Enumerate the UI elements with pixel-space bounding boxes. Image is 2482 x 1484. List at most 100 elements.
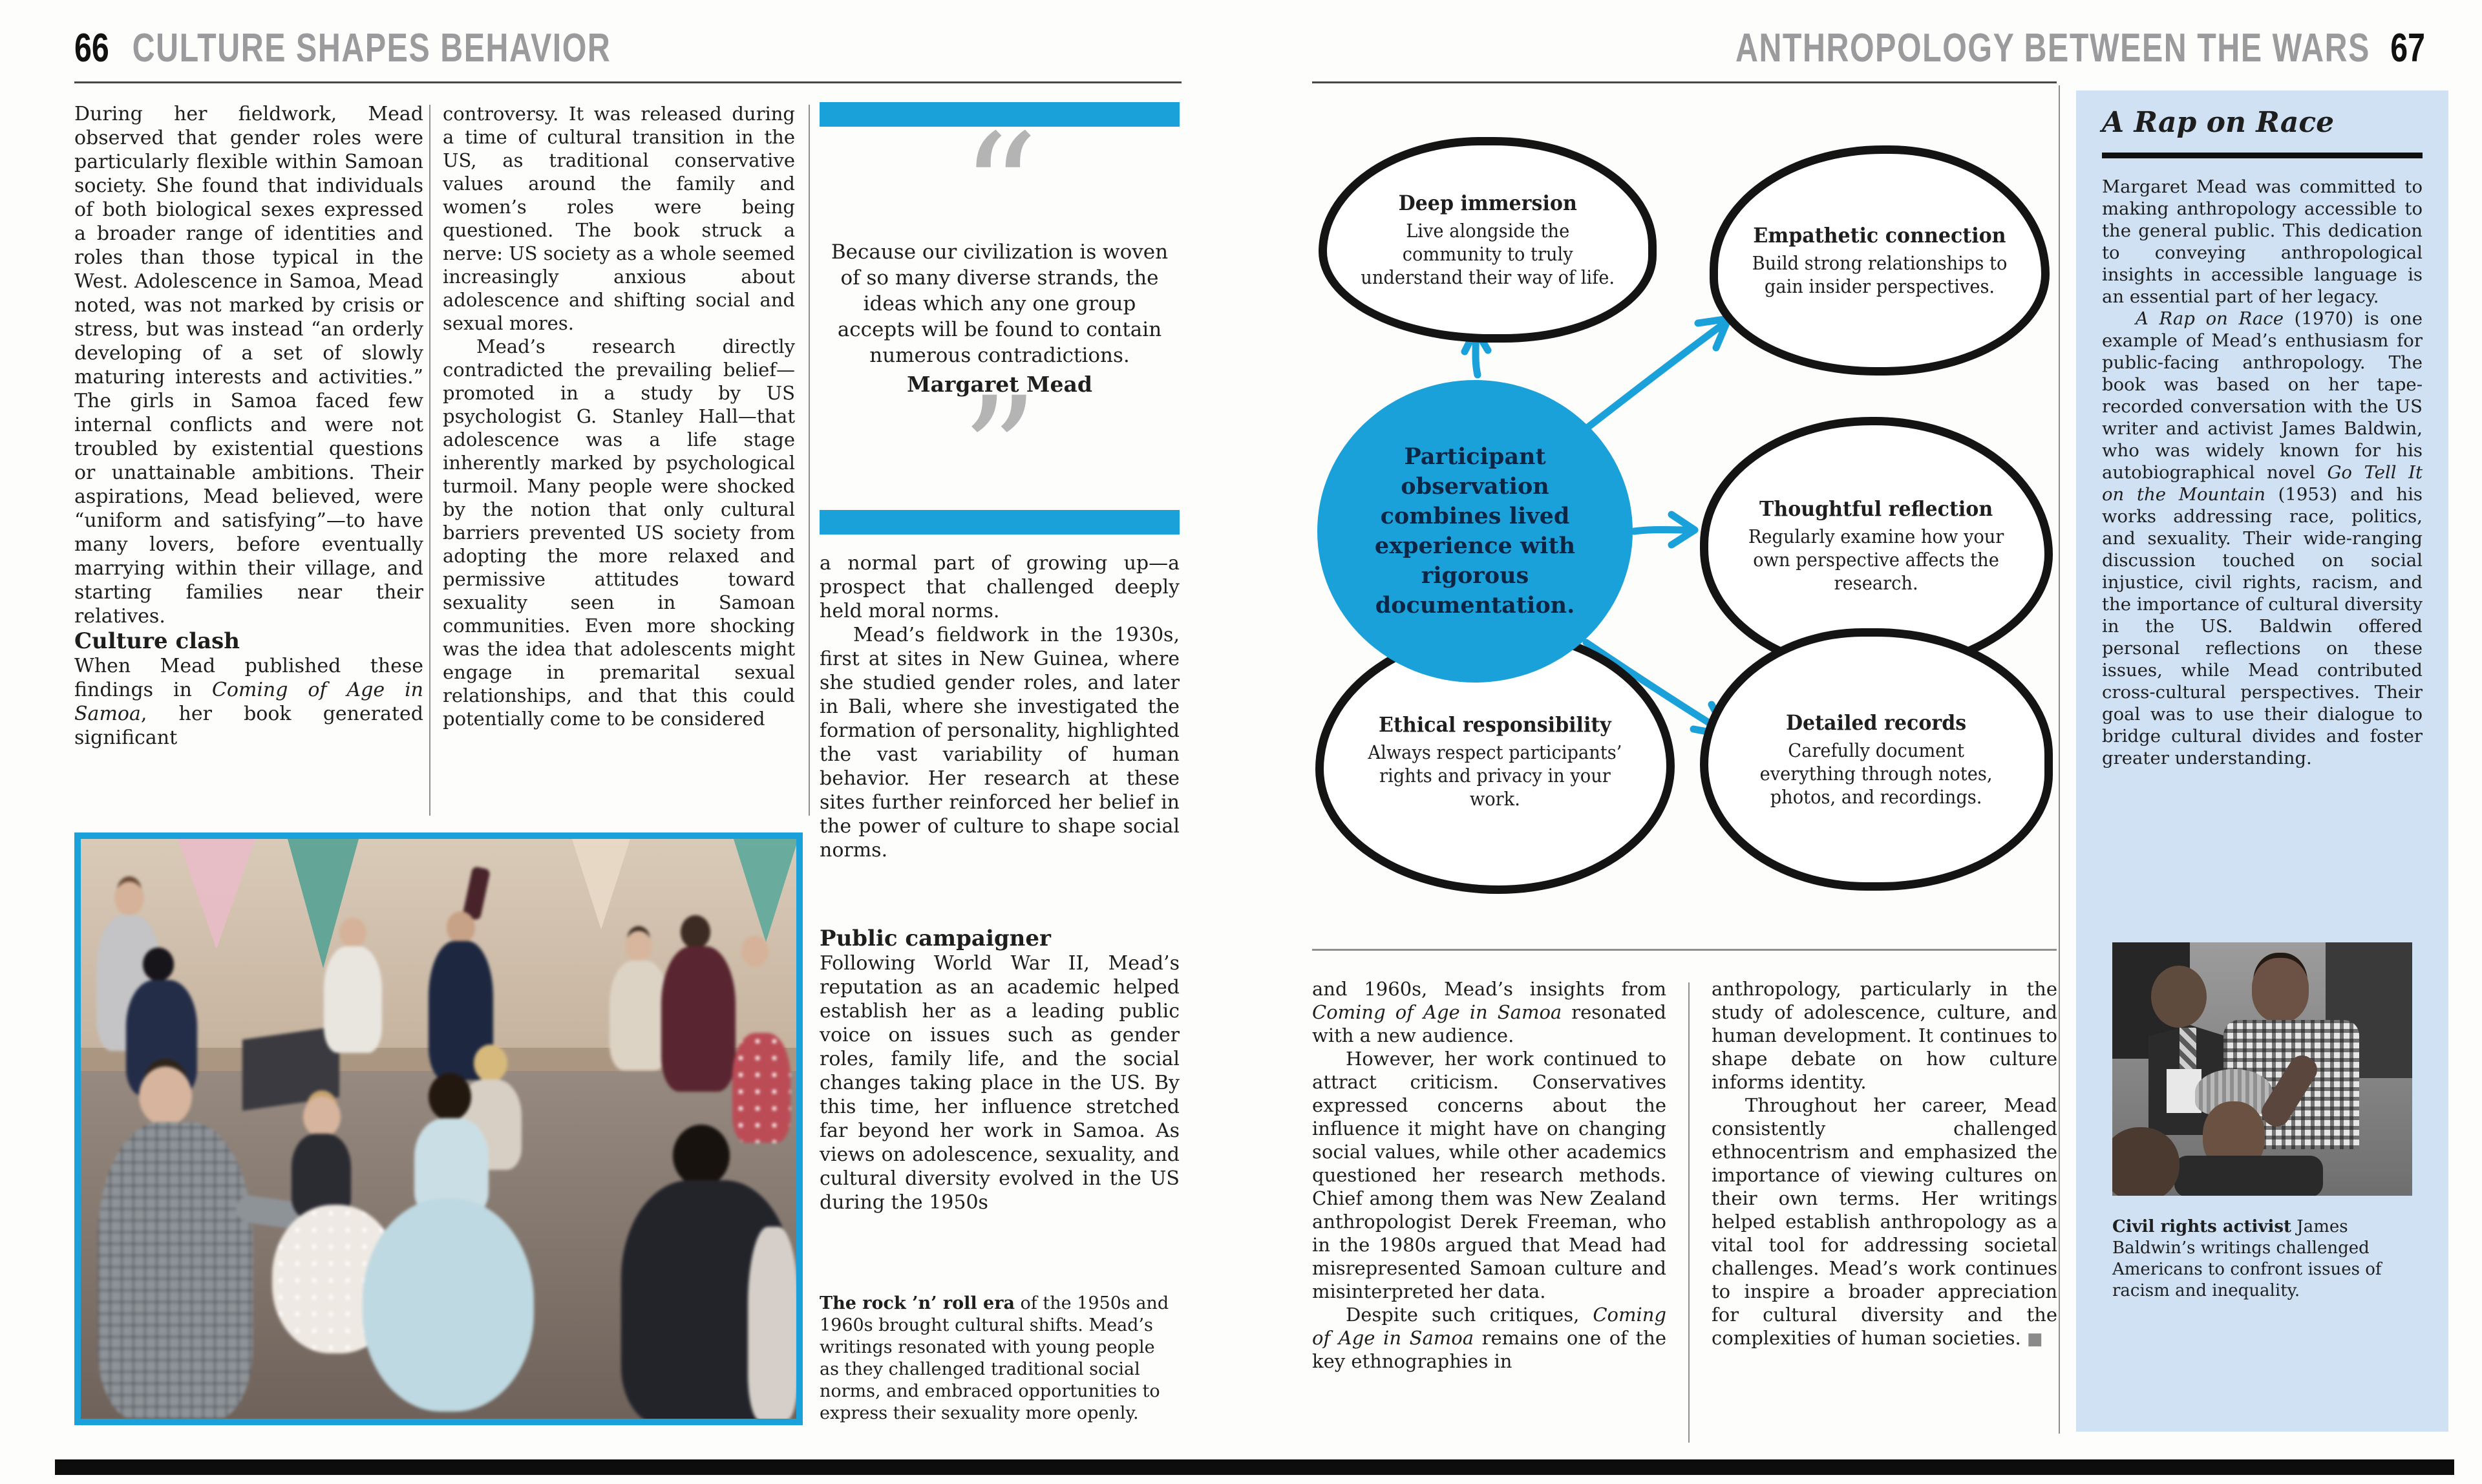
arrowhead-right (1668, 511, 1699, 549)
photo-figure (732, 1033, 790, 1143)
right-column-a: and 1960s, Mead’s insights from Coming o… (1312, 977, 1666, 1373)
photo-figure (139, 1066, 192, 1126)
left-column-2: controversy. It was released during a ti… (443, 102, 795, 730)
diagram-center-ellipse: Participant observation combines lived e… (1317, 380, 1633, 683)
photo-figure (2174, 1156, 2323, 1196)
photo-figure (748, 1227, 796, 1419)
column-rule (429, 105, 430, 816)
pull-quote-box: “ Because our civilization is woven of s… (820, 102, 1180, 535)
caption-lead: Civil rights activist (2112, 1217, 2292, 1236)
caption-text: of the 1950s and 1960s brought cultural … (820, 1293, 1169, 1423)
photo-figure (143, 948, 174, 981)
left-column-1: During her fieldwork, Mead observed that… (74, 102, 423, 750)
sidebar-title: A Rap on Race (2102, 106, 2335, 139)
right-running-head: ANTHROPOLOGY BETWEEN THE WARS (1735, 26, 2371, 70)
book-title-italic: A Rap on Race (2136, 308, 2284, 329)
photo-figure (681, 915, 710, 949)
public-campaigner-block: Public campaigner Following World War II… (820, 926, 1180, 1214)
paragraph: Margaret Mead was committed to making an… (2102, 176, 2423, 307)
left-running-head: CULTURE SHAPES BEHAVIOR (132, 26, 611, 70)
photo-figure (114, 882, 144, 915)
bubble-content: Empathetic connection Build strong relat… (1749, 223, 2010, 298)
bubble-content: Thoughtful reflection Regularly examine … (1741, 496, 2012, 595)
dance-hall-photo (74, 832, 803, 1425)
quote-bottom-bar (820, 510, 1180, 535)
left-page-header: 66 CULTURE SHAPES BEHAVIOR (74, 28, 763, 69)
book-title-italic: Go Tell It on the Mountain (2102, 462, 2423, 505)
baldwin-photo-caption: Civil rights activist James Baldwin’s wr… (2112, 1216, 2411, 1302)
photo-figure (292, 1134, 351, 1218)
bubble-text: Build strong relationships to gain insid… (1752, 252, 2008, 297)
photo-figures-layer (81, 839, 796, 1419)
section-heading-public-campaigner: Public campaigner (820, 926, 1051, 951)
bubble-title: Ethical responsibility (1379, 712, 1611, 737)
photo-figure (324, 946, 382, 1053)
paragraph: anthropology, particularly in the study … (1712, 978, 2057, 1093)
paragraph: Mead’s research directly contradicted th… (443, 335, 795, 730)
section-heading-culture-clash: Culture clash (74, 628, 240, 654)
pull-quote-text: Because our civilization is woven of so … (831, 240, 1169, 367)
paragraph: A Rap on Race (1970) is one example of M… (2102, 308, 2423, 769)
photo-figure (2252, 958, 2309, 1023)
text-run: (1970) is one example of Mead’s enthusia… (2102, 308, 2423, 483)
sidebar-title-rule (2102, 153, 2423, 158)
quote-top-bar (820, 102, 1180, 127)
column-rule (809, 105, 810, 816)
bubble-empathetic-connection: Empathetic connection Build strong relat… (1710, 145, 2050, 376)
paragraph: and 1960s, Mead’s insights from Coming o… (1312, 977, 1666, 1047)
text-run: , her book generated significant (74, 703, 423, 749)
photo-figure (673, 1125, 730, 1187)
photo-figure (474, 1044, 507, 1082)
bubble-text: Live alongside the community to truly un… (1361, 220, 1615, 288)
dance-photo-caption: The rock ’n’ roll era of the 1950s and 1… (820, 1293, 1180, 1425)
bubble-title: Thoughtful reflection (1759, 496, 1993, 521)
photo-figure (741, 936, 769, 967)
photo-figure (447, 911, 475, 944)
photo-figure (625, 931, 652, 962)
a-rap-on-race-sidebar: A Rap on Race Margaret Mead was committe… (2076, 90, 2448, 1432)
left-column-3: “ Because our civilization is woven of s… (820, 102, 1180, 862)
arrow-down-right (1582, 639, 1727, 736)
bubble-content: Ethical responsibility Always respect pa… (1357, 712, 1633, 811)
book-title-italic: Coming of Age in Samoa (1312, 1001, 1562, 1023)
sidebar-divider-rule (2059, 85, 2060, 1434)
bubble-deep-immersion: Deep immersion Live alongside the commun… (1319, 137, 1657, 343)
paragraph: During her fieldwork, Mead observed that… (74, 103, 423, 628)
page-number-left: 66 (74, 26, 109, 70)
text-run: Throughout her career, Mead consistently… (1712, 1094, 2057, 1349)
bubble-text: Carefully document everything through no… (1760, 739, 1993, 808)
text-run: resonated with a new audience. (1312, 1001, 1666, 1046)
photo-figure (339, 918, 366, 948)
caption-text: James Baldwin’s writings challenged Amer… (2112, 1217, 2382, 1300)
text-run: Despite such critiques, (1346, 1304, 1593, 1326)
text-run: remains one of the key ethnographies in (1312, 1327, 1666, 1372)
bubble-title: Empathetic connection (1753, 223, 2006, 248)
paragraph: a normal part of growing up—a prospect t… (820, 552, 1180, 622)
left-header-rule (74, 81, 1182, 83)
paragraph: Mead’s fieldwork in the 1930s, first at … (820, 624, 1180, 862)
bubble-text: Regularly examine how your own perspecti… (1748, 525, 2004, 594)
bubble-detailed-records: Detailed records Carefully document ever… (1700, 628, 2053, 891)
bubble-ethical-responsibility: Ethical responsibility Always respect pa… (1315, 628, 1675, 894)
open-quote-icon: “ (960, 102, 1039, 279)
paragraph: controversy. It was released during a ti… (443, 103, 795, 334)
photo-figure (303, 1096, 341, 1138)
bubble-title: Deep immersion (1398, 191, 1577, 215)
caption-lead: The rock ’n’ roll era (820, 1293, 1015, 1313)
diagram-divider-rule (1312, 949, 2057, 951)
paragraph: However, her work continued to attract c… (1312, 1048, 1666, 1302)
quote-attribution: Margaret Mead (907, 372, 1092, 397)
book-title-italic: Coming of Age in Samoa (1312, 1304, 1666, 1349)
sidebar-body: Margaret Mead was committed to making an… (2102, 176, 2423, 769)
photo-figure (2112, 1127, 2180, 1196)
right-column-b: anthropology, particularly in the study … (1712, 977, 2057, 1351)
center-ellipse-text: Participant observation combines lived e… (1374, 443, 1576, 619)
text-run: (1953) and his works addressing race, po… (2102, 484, 2423, 768)
book-title-italic: Coming of Age in Samoa (74, 679, 423, 725)
photo-figure (429, 1073, 471, 1121)
photo-figure (610, 960, 669, 1070)
right-header-rule (1312, 81, 2057, 83)
paragraph: When Mead published these findings in Co… (74, 654, 423, 750)
photo-figure (98, 1122, 253, 1419)
